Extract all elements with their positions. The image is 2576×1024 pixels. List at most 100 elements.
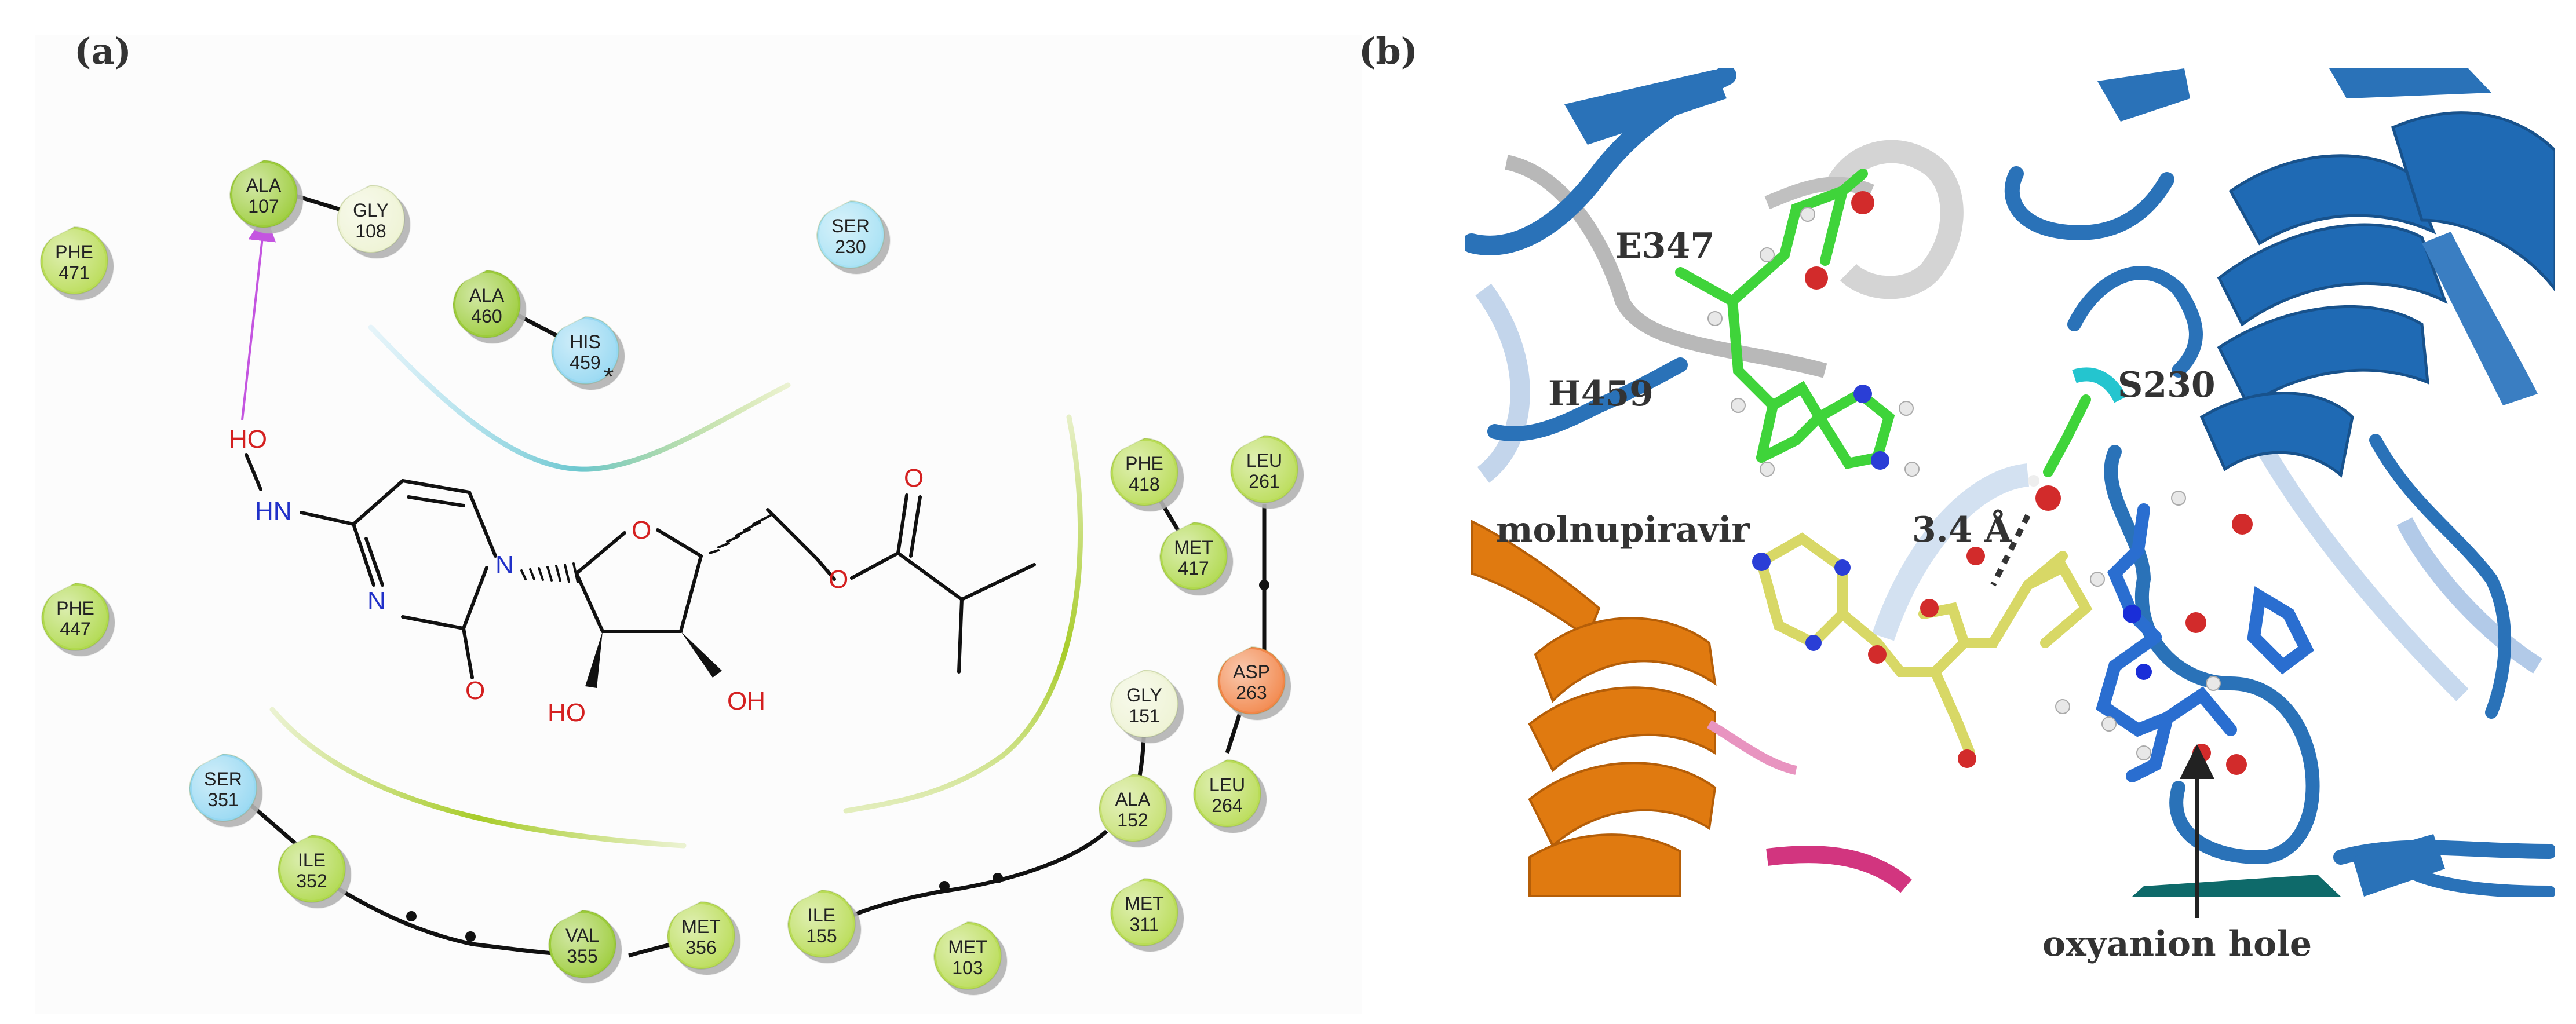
residue-highlight [554, 319, 616, 382]
label-oxyanion-hole: oxyanion hole [2042, 924, 2312, 964]
residue-his-459 [550, 316, 619, 385]
residue-highlight [936, 924, 999, 987]
atom-o-ester: O [829, 565, 848, 594]
label-distance: 3.4 Å [1912, 509, 2012, 550]
residue-highlight [1220, 649, 1283, 712]
residue-name: MET [1174, 537, 1213, 558]
panel-b-labels: E347 H459 S230 molnupiravir 3.4 Å oxyani… [1496, 226, 2312, 964]
panel-b-label: (b) [1359, 30, 1418, 72]
residue-number: 351 [207, 789, 238, 810]
residue-name: ALA [469, 285, 505, 306]
pocket-arc-bottom-left [269, 707, 687, 849]
atom-oh-3: OH [727, 687, 765, 715]
residue-phe-471 [39, 226, 108, 295]
residue-ile-352 [277, 834, 346, 903]
residue-highlight [455, 273, 518, 335]
residue-highlight [1196, 762, 1258, 825]
residue-name: ILE [298, 850, 326, 871]
atom-hn: HN [255, 497, 292, 525]
residue-name: MET [1125, 893, 1164, 914]
residue-name: ILE [808, 905, 835, 926]
residue-highlight [44, 586, 107, 648]
residue-number: 418 [1129, 474, 1159, 495]
label-h459: H459 [1548, 374, 1654, 414]
residue-highlight [670, 904, 732, 967]
residue-number: 155 [806, 926, 837, 946]
residue-highlight [1113, 441, 1176, 503]
residue-ala-152 [1098, 773, 1167, 842]
residue-phe-418 [1110, 437, 1178, 506]
residue-name: MET [681, 916, 721, 937]
residue-ser-230 [816, 200, 885, 269]
residue-highlight [340, 188, 402, 250]
residue-phe-447 [41, 582, 110, 651]
residue-number: 230 [835, 236, 866, 257]
residue-name: HIS [570, 331, 600, 352]
residue-met-417 [1159, 521, 1228, 590]
residue-met-356 [666, 901, 735, 970]
residue-number: 356 [685, 937, 716, 958]
residue-name: SER [831, 215, 870, 236]
hbond-arrow [241, 213, 276, 420]
atom-labels: HO HN N N O O O O HO OH [229, 425, 924, 727]
residue-gly-108 [336, 184, 405, 253]
residue-name: LEU [1246, 450, 1282, 471]
residue-number: 261 [1249, 471, 1279, 492]
label-s230: S230 [2118, 365, 2216, 405]
residue-number: 311 [1129, 914, 1159, 935]
atom-o-acyl: O [904, 464, 924, 492]
atom-ho-2: HO [548, 698, 586, 727]
residue-highlight [1233, 438, 1296, 500]
atom-ho: HO [229, 425, 267, 454]
label-e347: E347 [1615, 226, 1714, 266]
residue-name: ALA [1115, 789, 1151, 810]
residue-highlight [790, 893, 853, 955]
residue-ser-351 [188, 753, 257, 822]
residue-ala-460 [452, 269, 521, 338]
residue-name: VAL [565, 925, 599, 946]
residue-name: GLY [353, 200, 389, 221]
his-mark: * [604, 363, 614, 391]
residue-number: 263 [1236, 682, 1267, 703]
residue-gly-151 [1110, 669, 1178, 738]
ligand-structure [245, 453, 1036, 688]
residue-number: 107 [248, 196, 279, 217]
residue-name: GLY [1126, 685, 1162, 705]
residue-highlight [1113, 672, 1176, 735]
residue-highlight [1162, 525, 1225, 587]
residue-number: 460 [471, 306, 502, 327]
residue-met-311 [1110, 877, 1178, 946]
residue-number: 264 [1212, 795, 1242, 816]
residue-number: 103 [952, 957, 983, 978]
residue-name: PHE [55, 242, 93, 262]
atom-n-ring: N [495, 551, 514, 579]
residue-number: 352 [296, 871, 327, 891]
residue-highlight [1113, 881, 1176, 943]
residue-asp-263 [1217, 646, 1286, 715]
residue-number: 108 [355, 221, 386, 242]
pocket-arc-top [368, 324, 791, 472]
residue-name: ALA [246, 175, 282, 196]
residue-highlight [280, 838, 343, 900]
residue-name: MET [948, 937, 987, 957]
residue-number: 355 [567, 946, 597, 967]
residue-met-103 [933, 921, 1002, 990]
residue-highlight [43, 229, 105, 292]
panel-a-label: (a) [74, 30, 132, 72]
residue-leu-261 [1229, 434, 1298, 503]
backbone-dots [406, 580, 1269, 942]
residue-highlight [232, 163, 295, 225]
residue-ile-155 [787, 889, 856, 958]
panel-b-render [1465, 68, 2555, 897]
residue-highlight [1101, 777, 1164, 839]
residue-name: ASP [1233, 661, 1270, 682]
residue-val-355 [548, 909, 616, 978]
atom-n-ring-2: N [367, 587, 386, 615]
residue-highlight [551, 913, 614, 975]
atom-o-ring: O [632, 516, 651, 544]
residue-number: 151 [1129, 705, 1159, 726]
atom-o-carbonyl: O [465, 676, 485, 705]
residue-name: SER [204, 769, 242, 789]
